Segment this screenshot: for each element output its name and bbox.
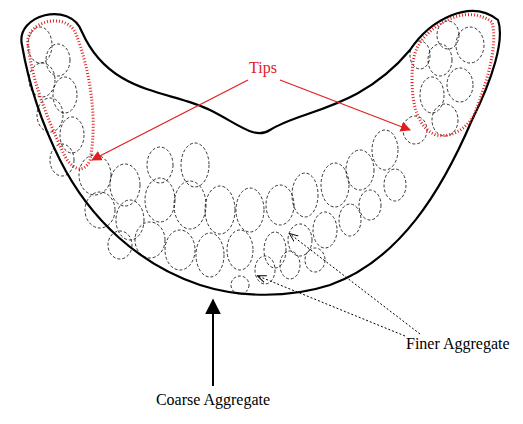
aggregate-particle [196,233,224,277]
aggregate-particles [28,21,484,294]
aggregate-particle [305,248,325,272]
tips-label-text: Tips [248,59,278,76]
aggregate-particle [116,200,144,240]
finer-leader-2 [258,276,405,336]
aggregate-particle [339,204,361,236]
aggregate-particle [28,27,52,63]
aggregate-particle [147,147,173,183]
aggregate-particle [428,44,452,76]
aggregate-particle [384,169,406,201]
coarse-aggregate-label-text: Coarse Aggregate [155,391,271,408]
right-tip-outline [412,15,494,136]
aggregate-particle [236,188,264,232]
aggregate-particle [181,143,209,187]
aggregate-particle [227,230,253,270]
aggregate-particle [145,178,175,222]
aggregate-particle [280,251,300,279]
aggregate-particle [447,68,473,102]
aggregate-particle [437,21,459,49]
aggregate-particle [255,256,275,284]
aggregate-particle [420,77,444,113]
tips-label: Tips [248,59,278,77]
aggregate-particle [79,155,111,195]
aggregate-particle [174,181,206,229]
aggregate-particle [372,130,398,170]
aggregate-particle [288,224,312,256]
aggregate-particle [456,27,484,63]
aggregate-particle [46,44,70,76]
aggregate-particle [205,186,235,234]
aggregate-particle [403,116,427,144]
left-tip-outline [28,21,93,169]
aggregate-particle [231,276,249,294]
aggregate-particle [53,77,77,113]
coarse-arrow [212,300,214,386]
aggregate-particle [359,190,381,220]
u-shaped-outline [21,11,500,295]
aggregate-particle [110,164,140,206]
aggregate-particle [292,173,318,217]
aggregate-particle [266,185,294,225]
aggregate-particle [321,163,349,207]
aggregate-particle [346,150,374,190]
aggregate-particle [432,104,458,136]
aggregate-particle [264,232,286,268]
aggregate-particle [165,230,195,270]
finer-leader-1 [290,234,420,334]
aggregate-particle [85,192,115,228]
aggregate-particle [135,222,165,258]
coarse-aggregate-label: Coarse Aggregate [155,391,271,409]
tips-arrow-right [280,80,410,130]
tips-arrow-left [92,80,248,160]
aggregate-particle [313,212,337,248]
aggregate-particle [60,117,84,153]
finer-aggregate-label: Finer Aggregate [405,335,511,353]
finer-aggregate-label-text: Finer Aggregate [405,335,511,352]
